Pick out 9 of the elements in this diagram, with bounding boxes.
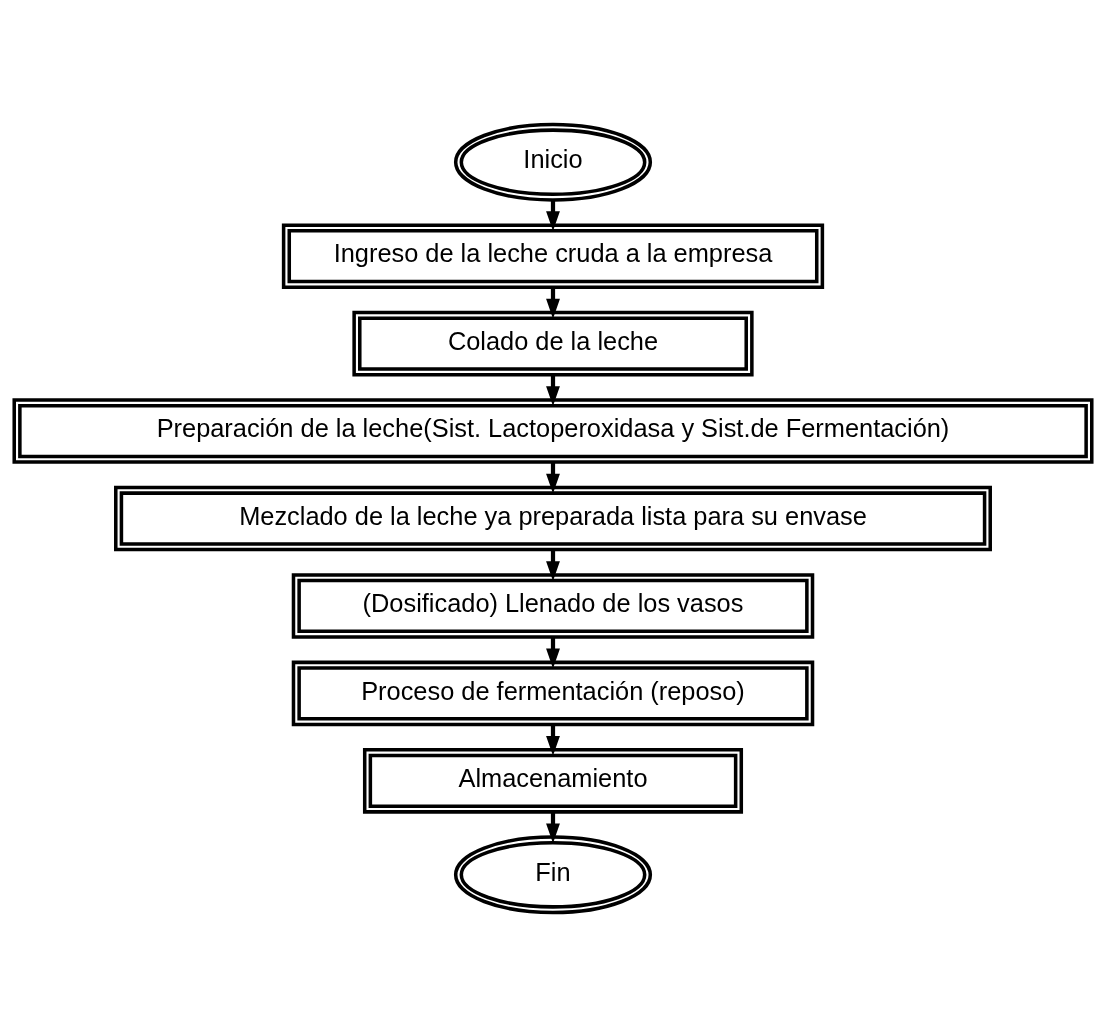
node-box: (Dosificado) Llenado de los vasos — [291, 572, 815, 639]
node-box: Almacenamiento — [362, 747, 744, 814]
node-ellipse: Fin — [453, 834, 653, 914]
node-box: Mezclado de la leche ya preparada lista para su envase — [114, 485, 992, 551]
node-ellipse: Inicio — [453, 122, 653, 202]
node-box: Colado de la leche — [352, 310, 754, 376]
node-box: Ingreso de la leche cruda a la empresa — [281, 222, 825, 289]
node-box: Proceso de fermentación (reposo) — [291, 660, 815, 726]
node-box: Preparación de la leche(Sist. Lactoperoxidasa y Sist.de Fermentación) — [12, 397, 1094, 464]
